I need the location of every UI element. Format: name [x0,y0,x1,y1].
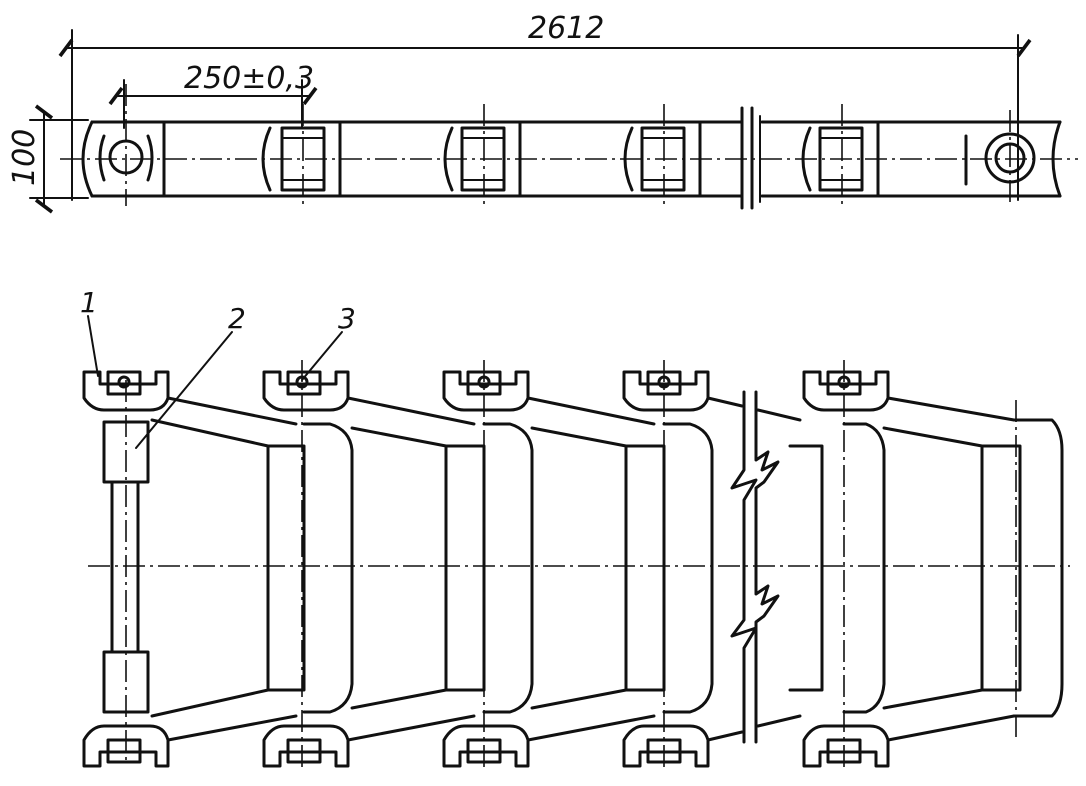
pin-block-2 [443,104,522,206]
callout-label-1: 1 [80,286,98,319]
pin-block-3 [623,104,702,206]
dimension-label-overall: 2612 [528,11,604,46]
link-body-5 [756,360,1064,770]
link-body-2 [262,360,486,770]
link-body-3 [442,360,666,770]
pin-block-1 [261,104,342,206]
link-body-1 [82,370,306,768]
pin-block-4 [801,104,880,206]
dimension-overall-length: 2612 [58,11,1032,201]
break-marks [730,390,780,744]
dimension-label-height: 100 [7,129,42,186]
top-view: 2612 250±0,3 100 [7,11,1078,214]
callout-label-3: 3 [338,302,356,335]
dimension-pitch: 250±0,3 [108,61,318,129]
side-view: 1 2 3 [80,286,1070,770]
callout-label-2: 2 [228,302,246,335]
dimension-height: 100 [7,104,89,214]
dimension-label-pitch: 250±0,3 [184,61,314,96]
link-body-4 [622,360,744,770]
first-link-end [102,380,150,760]
callouts: 1 2 3 [80,286,356,449]
